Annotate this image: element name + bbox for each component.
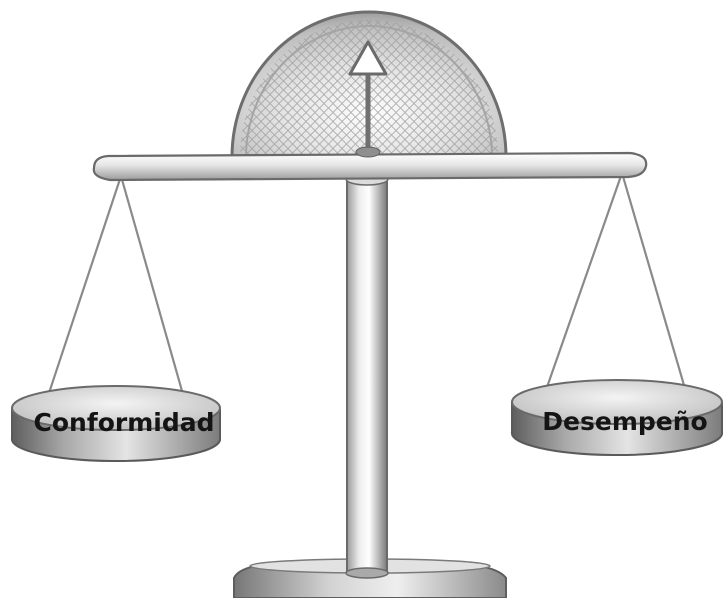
- left-pan: Conformidad: [12, 386, 220, 461]
- left-pan-label: Conformidad: [34, 408, 215, 437]
- scale-pillar: [346, 173, 388, 578]
- left-pan-strings: [48, 176, 184, 398]
- scale-beam: [94, 147, 646, 180]
- right-pan-label: Desempeño: [542, 407, 707, 436]
- right-pan: Desempeño: [512, 380, 722, 455]
- right-pan-strings: [546, 173, 686, 392]
